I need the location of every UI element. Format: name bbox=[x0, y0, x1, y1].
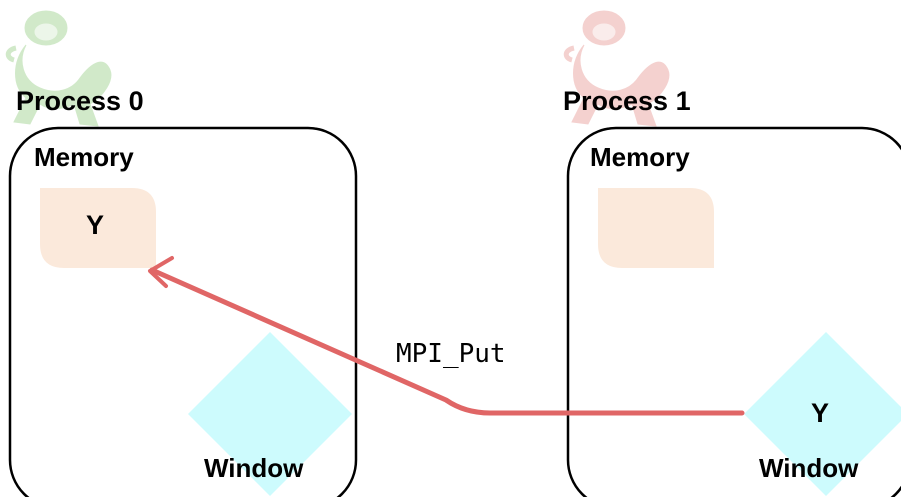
process-1-window-label: Window bbox=[759, 453, 859, 483]
process-box bbox=[8, 126, 358, 497]
process-1-memory-label: Memory bbox=[590, 142, 690, 172]
window-diamond bbox=[744, 332, 901, 496]
process-0-memory-label: Memory bbox=[34, 142, 134, 172]
arrowhead bbox=[148, 256, 174, 288]
process-1-label: Process 1 bbox=[563, 86, 691, 116]
process-0-memory-variable: Y bbox=[86, 210, 105, 240]
window-diamond bbox=[188, 332, 352, 496]
monkey-mascot-icon bbox=[563, 10, 670, 127]
memory-block bbox=[598, 188, 714, 268]
process-1-window-variable: Y bbox=[811, 398, 830, 428]
memory-block bbox=[40, 188, 156, 268]
mpi-put-label: MPI_Put bbox=[396, 339, 506, 369]
process-0-window-label: Window bbox=[204, 453, 304, 483]
monkey-mascot-icon bbox=[5, 10, 112, 127]
process-box bbox=[566, 126, 901, 497]
process-0-label: Process 0 bbox=[16, 86, 144, 116]
mpi-put-arrow bbox=[149, 267, 745, 416]
